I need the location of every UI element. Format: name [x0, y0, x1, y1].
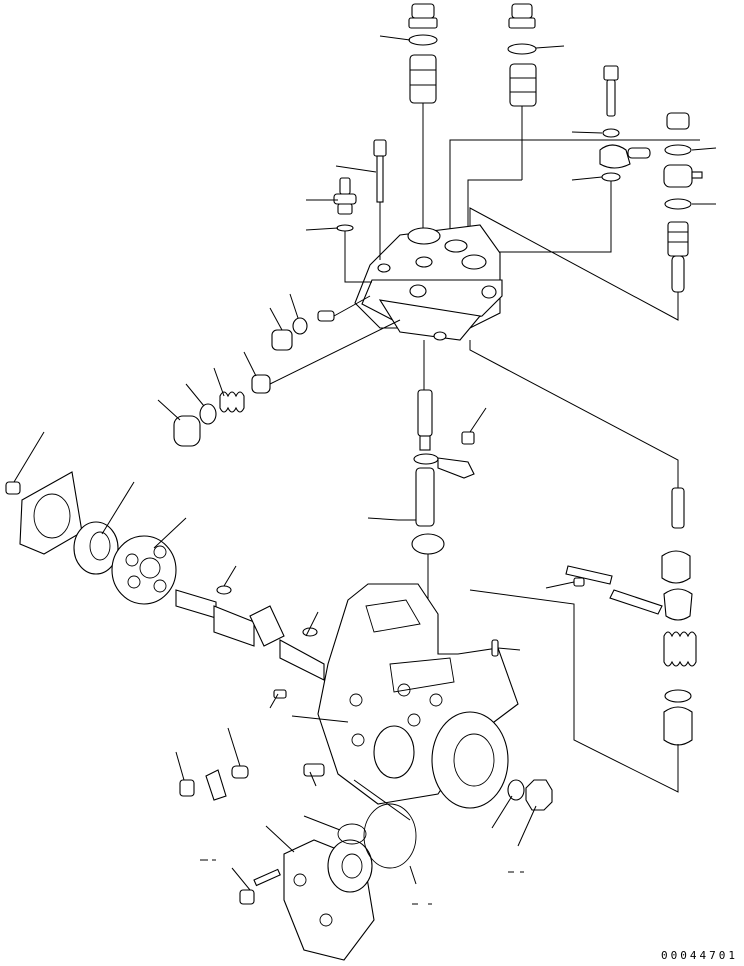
drive-shaft: [175, 585, 325, 681]
timer-plug: [231, 765, 249, 779]
cover-bolt: [5, 481, 21, 495]
stud-bolt: [303, 763, 325, 777]
control-lever-upper: [437, 431, 475, 479]
o-ring-small: [337, 823, 367, 845]
callout-leader-lines: [13, 35, 717, 891]
pump-housing: [317, 583, 519, 809]
nut-right: [525, 779, 553, 811]
overflow-valve-assembly: [449, 65, 700, 253]
feed-pump-bolt: [239, 868, 281, 905]
head-bolt: [373, 139, 387, 260]
governor-spring-set: [469, 487, 697, 793]
regulating-valve-set: [173, 319, 401, 447]
plug-with-washer: [271, 317, 308, 351]
timer-pin: [273, 689, 287, 699]
plunger-and-barrel: [398, 340, 445, 640]
o-ring-large: [363, 803, 417, 869]
banjo-fitting-right: [469, 112, 703, 321]
delivery-valve-holder-right: [467, 3, 537, 228]
inlet-fitting: [333, 177, 372, 283]
screw-plug-small: [317, 295, 371, 322]
leader-line-right: [469, 340, 679, 488]
governor-lever: [565, 565, 663, 615]
lower-bracket-small: [205, 769, 227, 801]
feed-pump-housing: [283, 839, 375, 961]
bearing: [73, 521, 119, 575]
drawing-number: 00044701: [661, 949, 738, 962]
pump-head: [354, 224, 503, 341]
lower-bolt-left: [179, 779, 195, 797]
gasket-plate: [19, 471, 83, 555]
small-marks: [200, 859, 524, 905]
pin: [491, 639, 499, 657]
delivery-valve-holder-left: [408, 3, 438, 235]
washer-right: [507, 779, 525, 801]
pump-cam-rotor: [111, 535, 177, 605]
